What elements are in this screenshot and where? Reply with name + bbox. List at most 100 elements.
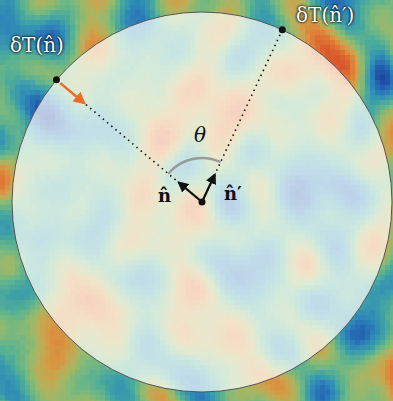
- map-pixel: [360, 70, 366, 76]
- map-pixel: [370, 10, 376, 16]
- map-pixel: [360, 15, 366, 21]
- map-pixel: [20, 75, 26, 81]
- map-pixel: [330, 40, 336, 46]
- map-pixel: [160, 5, 166, 11]
- map-pixel: [350, 65, 356, 71]
- map-pixel: [20, 90, 26, 96]
- map-pixel: [300, 30, 306, 36]
- map-pixel: [375, 90, 381, 96]
- map-pixel: [365, 100, 371, 106]
- map-pixel: [80, 15, 86, 21]
- map-pixel: [0, 20, 6, 26]
- map-pixel: [15, 15, 21, 21]
- map-pixel: [360, 60, 366, 66]
- map-pixel: [75, 25, 81, 31]
- map-pixel: [350, 35, 356, 41]
- map-pixel: [60, 65, 66, 71]
- map-pixel: [50, 20, 56, 26]
- map-pixel: [60, 20, 66, 26]
- map-pixel: [355, 25, 361, 31]
- map-pixel: [65, 5, 71, 11]
- map-pixel: [70, 50, 76, 56]
- map-pixel: [270, 10, 276, 16]
- map-pixel: [355, 15, 361, 21]
- map-pixel: [25, 100, 31, 106]
- map-pixel: [280, 0, 286, 6]
- map-pixel: [110, 10, 116, 16]
- map-pixel: [370, 50, 376, 56]
- map-pixel: [365, 25, 371, 31]
- map-pixel: [385, 5, 391, 11]
- map-pixel: [365, 75, 371, 81]
- map-pixel: [210, 0, 216, 6]
- map-pixel: [365, 90, 371, 96]
- map-pixel: [175, 5, 181, 11]
- map-pixel: [355, 0, 361, 6]
- map-pixel: [40, 20, 46, 26]
- map-pixel: [70, 35, 76, 41]
- map-pixel: [365, 40, 371, 46]
- map-pixel: [40, 10, 46, 16]
- map-pixel: [280, 20, 286, 26]
- map-pixel: [240, 10, 246, 16]
- map-pixel: [10, 75, 16, 81]
- map-pixel: [30, 10, 36, 16]
- map-pixel: [365, 5, 371, 11]
- map-pixel: [65, 25, 71, 31]
- map-pixel: [75, 20, 81, 26]
- map-pixel: [280, 15, 286, 21]
- map-pixel: [355, 65, 361, 71]
- map-pixel: [380, 35, 386, 41]
- map-pixel: [10, 15, 16, 21]
- map-pixel: [15, 70, 21, 76]
- map-pixel: [290, 10, 296, 16]
- map-pixel: [65, 60, 71, 66]
- map-pixel: [60, 0, 66, 6]
- map-pixel: [365, 10, 371, 16]
- map-pixel: [70, 55, 76, 61]
- map-pixel: [30, 0, 36, 6]
- map-pixel: [285, 25, 291, 31]
- map-pixel: [15, 100, 21, 106]
- map-pixel: [375, 95, 381, 101]
- map-pixel: [75, 15, 81, 21]
- map-pixel: [320, 45, 326, 51]
- map-pixel: [375, 0, 381, 6]
- map-pixel: [360, 0, 366, 6]
- map-pixel: [75, 45, 81, 51]
- map-pixel: [105, 5, 111, 11]
- map-pixel: [25, 60, 31, 66]
- map-pixel: [290, 25, 296, 31]
- map-pixel: [130, 0, 136, 6]
- map-pixel: [65, 20, 71, 26]
- map-pixel: [375, 30, 381, 36]
- map-pixel: [100, 5, 106, 11]
- map-pixel: [100, 25, 106, 31]
- map-pixel: [0, 125, 6, 131]
- map-pixel: [375, 5, 381, 11]
- map-pixel: [375, 85, 381, 91]
- map-pixel: [365, 60, 371, 66]
- map-pixel: [365, 70, 371, 76]
- map-pixel: [335, 35, 341, 41]
- map-pixel: [320, 35, 326, 41]
- map-pixel: [15, 20, 21, 26]
- map-pixel: [290, 20, 296, 26]
- map-pixel: [165, 0, 171, 6]
- map-pixel: [105, 15, 111, 21]
- map-pixel: [95, 25, 101, 31]
- map-pixel: [370, 70, 376, 76]
- map-pixel: [5, 125, 11, 131]
- map-pixel: [60, 10, 66, 16]
- map-pixel: [60, 60, 66, 66]
- map-pixel: [135, 10, 141, 16]
- map-pixel: [0, 90, 6, 96]
- map-pixel: [385, 50, 391, 56]
- map-pixel: [115, 15, 121, 21]
- map-pixel: [275, 15, 281, 21]
- map-pixel: [290, 5, 296, 11]
- map-pixel: [80, 5, 86, 11]
- map-pixel: [50, 25, 56, 31]
- map-pixel: [55, 70, 61, 76]
- map-pixel: [365, 80, 371, 86]
